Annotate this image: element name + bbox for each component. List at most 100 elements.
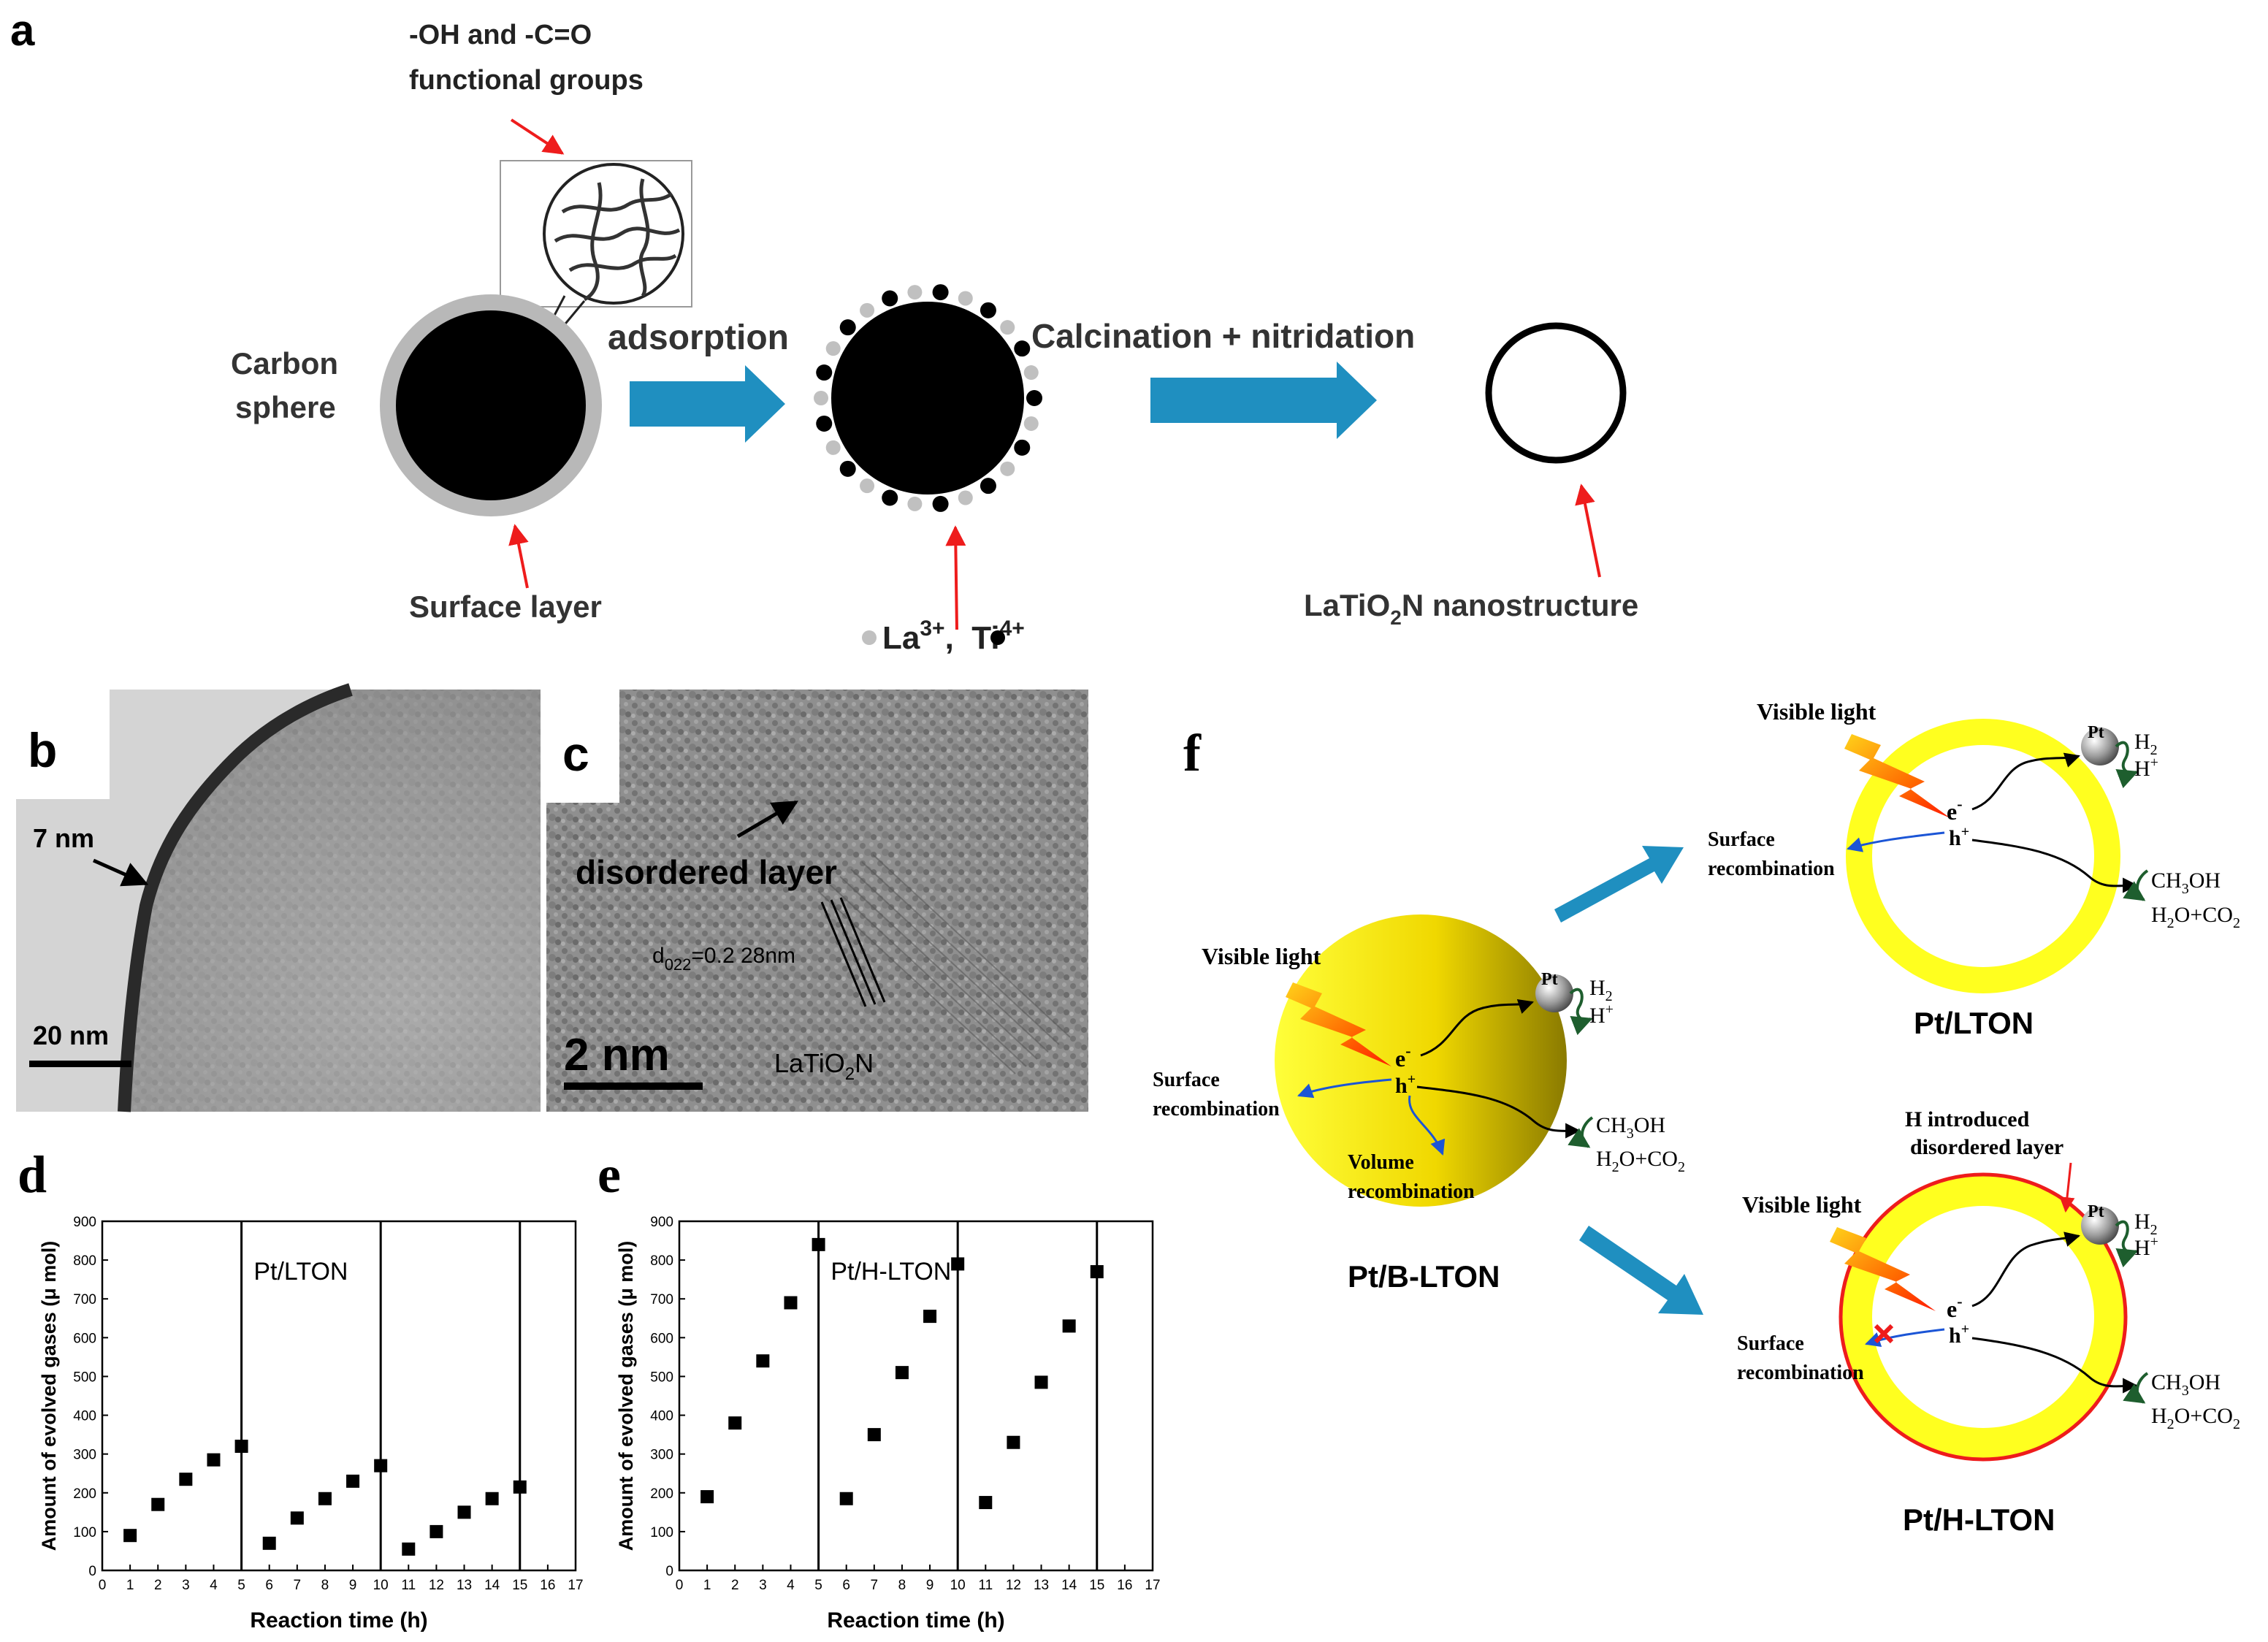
- h2-label-b: H2: [1589, 976, 1613, 1004]
- x-tick-label: 0: [676, 1578, 684, 1593]
- b-lton-sphere: [1275, 914, 1567, 1207]
- shell-thickness-label: 7 nm: [33, 823, 94, 853]
- tem-texture-c: [546, 690, 1088, 1112]
- h2-label-top: H2: [2134, 730, 2158, 758]
- la-ion-dot: [814, 391, 828, 405]
- y-tick-label: 100: [650, 1525, 673, 1540]
- ti-ion-dot: [816, 415, 833, 432]
- surface-recomb-arrow-bottom: [1865, 1328, 1945, 1347]
- light-bolt-icon-b: [1286, 982, 1391, 1066]
- x-tick-label: 11: [401, 1578, 416, 1593]
- panel-letter-e: e: [597, 1145, 621, 1204]
- pt-label-bottom: Pt: [2088, 1202, 2104, 1221]
- product-arrow: [1575, 484, 1601, 578]
- y-tick-label: 900: [650, 1215, 673, 1230]
- y-tick-label: 700: [73, 1292, 96, 1307]
- volume-recomb-arrow-b: [1408, 1095, 1446, 1156]
- data-point: [923, 1310, 937, 1324]
- electron-label-bottom: e-: [1947, 1292, 1963, 1322]
- volume-recomb-label-1: Volume: [1348, 1151, 1414, 1174]
- panel-letter-b: b: [28, 723, 57, 777]
- la-ion-dot: [1023, 365, 1039, 381]
- y-axis-label: Amount of evolved gases (μ mol): [615, 1241, 637, 1551]
- functional-groups-label-2: functional groups: [409, 65, 644, 96]
- y-tick-label: 0: [88, 1564, 96, 1579]
- data-point: [318, 1492, 332, 1505]
- la-ion-dot: [860, 302, 875, 318]
- x-tick-label: 4: [210, 1578, 218, 1593]
- ch3oh-arrow-top: [2123, 869, 2149, 901]
- surface-recomb-arrow-b: [1297, 1078, 1392, 1099]
- carbon-sphere-core: [396, 310, 586, 500]
- light-bolt-icon-top: [1844, 734, 1950, 818]
- data-point: [867, 1428, 881, 1442]
- arrow-to-pt-h-lton: [1579, 1226, 1703, 1315]
- x-tick-label: 1: [126, 1578, 134, 1593]
- y-tick-label: 600: [650, 1331, 673, 1346]
- data-point: [346, 1474, 360, 1488]
- y-tick-label: 300: [650, 1448, 673, 1463]
- la-ion-dot: [1023, 416, 1039, 431]
- data-point: [457, 1505, 471, 1519]
- electron-path-bottom: [1971, 1232, 2081, 1307]
- x-tick-label: 2: [154, 1578, 162, 1593]
- x-tick-label: 7: [294, 1578, 302, 1593]
- functional-groups-arrow: [510, 118, 565, 155]
- ti-ion-dot: [1014, 439, 1031, 456]
- data-point: [123, 1529, 137, 1543]
- data-point: [951, 1257, 965, 1271]
- y-tick-label: 800: [73, 1253, 96, 1269]
- data-point: [728, 1416, 742, 1430]
- pt-lton-label: Pt/LTON: [1914, 1006, 2034, 1040]
- carbon-sphere-label-2: sphere: [235, 390, 336, 424]
- ti-ion-dot: [882, 290, 898, 307]
- visible-light-label-top: Visible light: [1757, 698, 1876, 725]
- y-tick-label: 800: [650, 1253, 673, 1269]
- x-tick-label: 3: [759, 1578, 767, 1593]
- ti-ion-dot: [932, 495, 949, 512]
- hollow-nanostructure: [1485, 322, 1627, 464]
- light-bolt-icon-bottom: [1830, 1227, 1936, 1311]
- data-point: [784, 1296, 798, 1310]
- adsorbed-sphere-core: [831, 302, 1024, 494]
- visible-light-label-b: Visible light: [1202, 943, 1321, 969]
- data-point: [179, 1473, 193, 1486]
- data-point: [207, 1453, 221, 1467]
- la-ion-dot: [907, 285, 923, 300]
- hole-path-top: [1971, 839, 2139, 893]
- data-point: [1062, 1319, 1076, 1333]
- surface-recomb-arrow-top: [1846, 831, 1945, 852]
- ti-ion-dot: [839, 460, 856, 477]
- chart-title: Pt/LTON: [253, 1258, 348, 1286]
- h-layer-arrow: [2059, 1162, 2075, 1213]
- scale-label-c: 2 nm: [564, 1030, 670, 1080]
- surface-layer-arrow: [508, 524, 529, 589]
- volume-recomb-label-2: recombination: [1348, 1180, 1475, 1203]
- hplus-label-b: H+: [1589, 1001, 1614, 1028]
- x-tick-label: 14: [484, 1578, 500, 1593]
- hole-label-top: h+: [1949, 824, 1969, 850]
- x-tick-label: 12: [1006, 1578, 1021, 1593]
- pt-h-lton-label: Pt/H-LTON: [1903, 1502, 2055, 1537]
- shell-thickness-arrow: [92, 858, 149, 887]
- electron-path-top: [1971, 752, 2081, 811]
- la-ion-dot: [825, 440, 841, 455]
- x-tick-label: 9: [926, 1578, 934, 1593]
- h2o-co2-label-top: H2O+CO2: [2151, 903, 2240, 931]
- surface-recomb-label-b1: Surface: [1153, 1069, 1220, 1091]
- x-tick-label: 2: [731, 1578, 739, 1593]
- hole-path-b: [1416, 1085, 1581, 1139]
- hplus-label-top: H+: [2134, 755, 2158, 781]
- x-tick-label: 13: [457, 1578, 472, 1593]
- la-ion-dot: [958, 490, 973, 505]
- panel-letter-a: a: [10, 6, 35, 55]
- y-tick-label: 900: [73, 1215, 96, 1230]
- scale-label-b: 20 nm: [33, 1020, 109, 1050]
- la-ion-dot: [958, 291, 973, 306]
- panel-letter-d: d: [18, 1145, 47, 1204]
- x-tick-label: 5: [237, 1578, 245, 1593]
- data-point: [429, 1524, 443, 1538]
- la-dot-legend: [862, 630, 877, 645]
- y-axis-label: Amount of evolved gases (μ mol): [38, 1241, 60, 1551]
- ch3oh-label-bottom: CH3OH: [2151, 1370, 2221, 1399]
